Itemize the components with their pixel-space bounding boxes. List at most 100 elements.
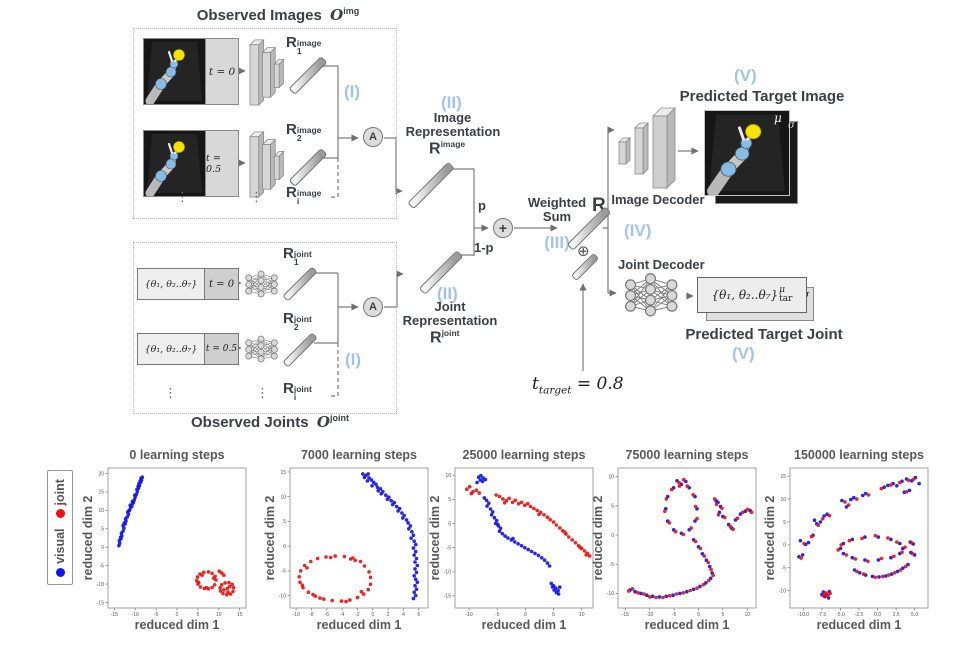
x-axis-label: reduced dim 1 bbox=[316, 618, 402, 632]
svg-text:5: 5 bbox=[101, 527, 104, 533]
legend-joint-label: joint bbox=[53, 478, 67, 505]
stage-label-I-joint: (I) bbox=[345, 350, 362, 369]
plot-title: 75000 learning steps bbox=[625, 448, 749, 462]
svg-text:5: 5 bbox=[552, 612, 555, 618]
svg-text:-10: -10 bbox=[293, 612, 300, 618]
scatter-plot-7000-steps: 7000 learning steps reduced dim 2 -10-8-… bbox=[260, 448, 432, 648]
svg-text:-10: -10 bbox=[97, 582, 104, 588]
svg-text:-15: -15 bbox=[97, 600, 104, 606]
svg-text:-2: -2 bbox=[355, 612, 360, 618]
svg-text:0.0: 0.0 bbox=[874, 612, 881, 618]
svg-text:-6: -6 bbox=[325, 612, 330, 618]
svg-text:-10: -10 bbox=[646, 612, 653, 618]
svg-text:5: 5 bbox=[721, 612, 724, 618]
mu-label-image: μ bbox=[774, 111, 782, 125]
svg-text:-10: -10 bbox=[779, 588, 786, 594]
observed-images-box bbox=[133, 28, 397, 219]
svg-text:0: 0 bbox=[371, 612, 374, 618]
time-label-joint-2: t = 0.5 bbox=[204, 334, 238, 364]
svg-text:-2.5: -2.5 bbox=[855, 612, 864, 618]
svg-text:10: 10 bbox=[445, 473, 451, 479]
svg-text:-5: -5 bbox=[282, 569, 287, 575]
image-representation-line1: Image bbox=[433, 110, 472, 125]
svg-text:0: 0 bbox=[448, 521, 451, 527]
x-axis-label: reduced dim 1 bbox=[134, 618, 220, 632]
svg-text:6: 6 bbox=[417, 612, 420, 618]
svg-text:-10: -10 bbox=[465, 612, 472, 618]
legend-item-visual: visual bbox=[53, 528, 67, 577]
svg-text:-10.0: -10.0 bbox=[798, 612, 810, 618]
svg-text:-10: -10 bbox=[132, 612, 139, 618]
svg-text:4: 4 bbox=[402, 612, 405, 618]
time-label-joint-1: t = 0 bbox=[204, 269, 238, 299]
scatter-plot-150000-steps: 150000 learning steps reduced dim 2 -10.… bbox=[760, 448, 932, 648]
joint-encoder-mlp-icon bbox=[245, 335, 278, 363]
observed-joints-box bbox=[133, 242, 397, 414]
ellipsis: ⋮ bbox=[250, 189, 263, 204]
joint-dot-icon bbox=[55, 508, 65, 518]
sigma-label-image: σ bbox=[788, 120, 795, 131]
r-joint-symbol: Rjoint bbox=[430, 328, 460, 347]
average-node-image: A bbox=[363, 127, 383, 147]
x-axis-label: reduced dim 1 bbox=[481, 618, 567, 632]
joint-decoder-mlp-icon bbox=[625, 273, 678, 317]
x-axis-label: reduced dim 1 bbox=[816, 618, 902, 632]
plot-title: 25000 learning steps bbox=[462, 448, 586, 462]
svg-text:0: 0 bbox=[783, 543, 786, 549]
observed-joints-title: Observed Joints Ojoint bbox=[191, 413, 349, 431]
svg-text:10: 10 bbox=[744, 612, 750, 618]
svg-text:10: 10 bbox=[608, 475, 614, 481]
observed-image-row-2: t = 0.5 bbox=[143, 130, 239, 197]
oplus-symbol: ⊕ bbox=[577, 243, 590, 260]
one-minus-p-label: 1-p bbox=[474, 240, 494, 255]
svg-text:-5: -5 bbox=[154, 612, 159, 618]
ellipsis: ⋮ bbox=[164, 385, 177, 400]
observed-images-title: Observed Images Oimg bbox=[196, 6, 360, 24]
svg-text:-15: -15 bbox=[444, 594, 451, 600]
joint-decoder-label: Joint Decoder bbox=[618, 257, 705, 272]
x-axis-label: reduced dim 1 bbox=[644, 618, 730, 632]
svg-text:10: 10 bbox=[579, 612, 585, 618]
svg-text:0: 0 bbox=[611, 533, 614, 539]
svg-text:0: 0 bbox=[101, 545, 104, 551]
predicted-target-image-title: Predicted Target Image bbox=[679, 88, 845, 105]
svg-text:-10: -10 bbox=[444, 570, 451, 576]
ellipsis: ⋮ bbox=[176, 189, 189, 204]
scatter-plot-75000-steps: 75000 learning steps reduced dim 2 -15-1… bbox=[588, 448, 760, 648]
joint-representation-line1: Joint bbox=[434, 299, 466, 314]
predicted-target-joint-title: Predicted Target Joint bbox=[685, 326, 843, 343]
scatter-plot-25000-steps: 25000 learning steps reduced dim 2 -10-5… bbox=[425, 448, 597, 648]
observed-joint-row-1: {θ₁, θ₂..θ₇} t = 0 bbox=[137, 268, 239, 300]
legend-items: visual joint bbox=[53, 469, 67, 587]
svg-text:5: 5 bbox=[448, 497, 451, 503]
svg-text:-5.0: -5.0 bbox=[836, 612, 845, 618]
visual-dot-icon bbox=[55, 567, 65, 577]
legend-item-joint: joint bbox=[53, 479, 67, 518]
joint-vector-1: {θ₁, θ₂..θ₇} bbox=[138, 269, 204, 299]
svg-text:5: 5 bbox=[197, 612, 200, 618]
svg-text:-5: -5 bbox=[447, 545, 452, 551]
svg-text:-5: -5 bbox=[610, 562, 615, 568]
svg-text:0: 0 bbox=[176, 612, 179, 618]
p-label: p bbox=[478, 198, 486, 213]
svg-text:15: 15 bbox=[280, 470, 286, 476]
ellipsis: ⋮ bbox=[256, 385, 269, 400]
robot-image-icon bbox=[144, 39, 205, 104]
joint-representation-line2: Representation bbox=[402, 313, 498, 328]
image-representation-line2: Representation bbox=[405, 124, 501, 139]
svg-text:2: 2 bbox=[387, 612, 390, 618]
plot-title: 0 learning steps bbox=[129, 448, 225, 462]
svg-text:5: 5 bbox=[783, 520, 786, 526]
stage-label-III: (III) bbox=[544, 233, 570, 252]
svg-text:10: 10 bbox=[216, 612, 222, 618]
plot-title: 150000 learning steps bbox=[794, 448, 924, 462]
